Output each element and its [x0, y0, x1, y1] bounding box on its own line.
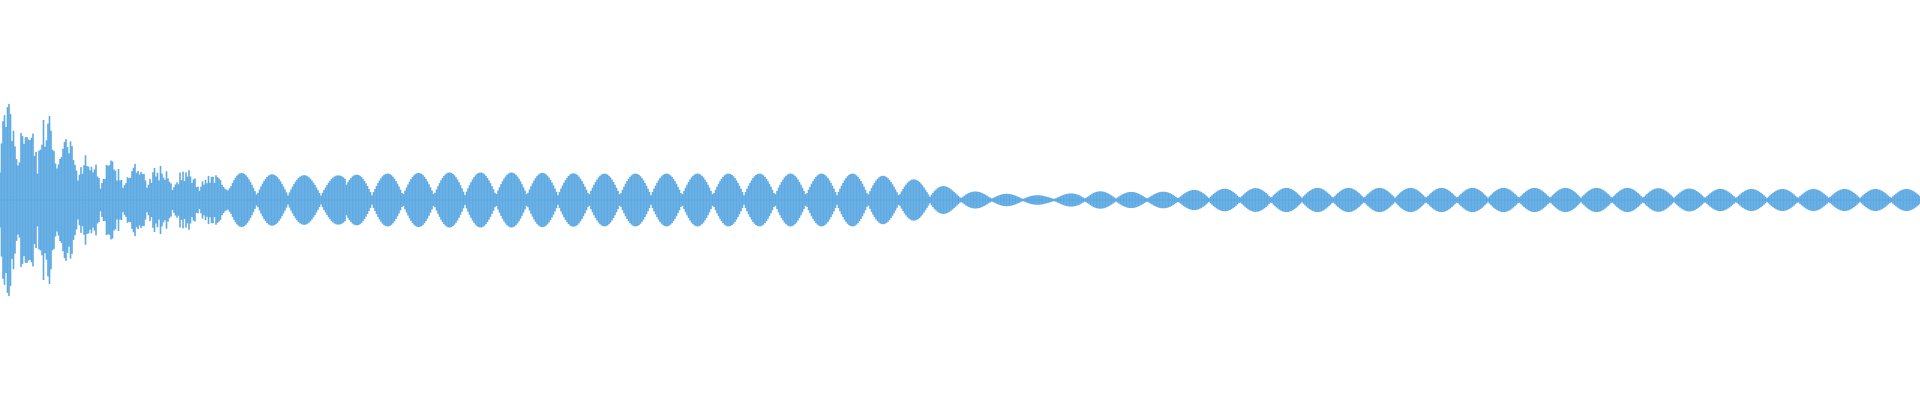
waveform-bars: [0, 103, 1920, 297]
